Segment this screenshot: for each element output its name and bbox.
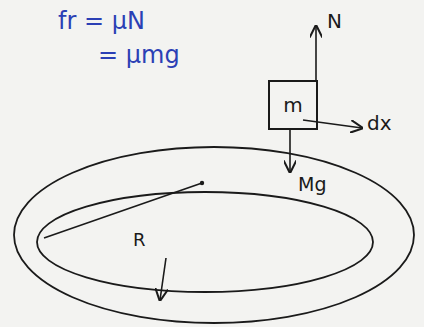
normal-force-arrow [315,26,317,80]
displacement-arrow [303,120,362,128]
direction-arrow [160,258,166,300]
force-label: Mg [298,174,326,195]
outer-track [14,147,414,323]
friction-formula: = μmg [98,42,180,68]
inner-track [37,192,373,292]
radius-label: R [133,230,146,250]
weight-arrow [289,130,291,172]
friction-formula: fr = μN [58,8,145,34]
center-dot [200,181,204,185]
mass-block: m [268,80,318,130]
mass-label: m [283,94,302,116]
radius-line [44,183,202,238]
displacement-label: dx [367,112,392,134]
force-label: N [327,10,342,32]
